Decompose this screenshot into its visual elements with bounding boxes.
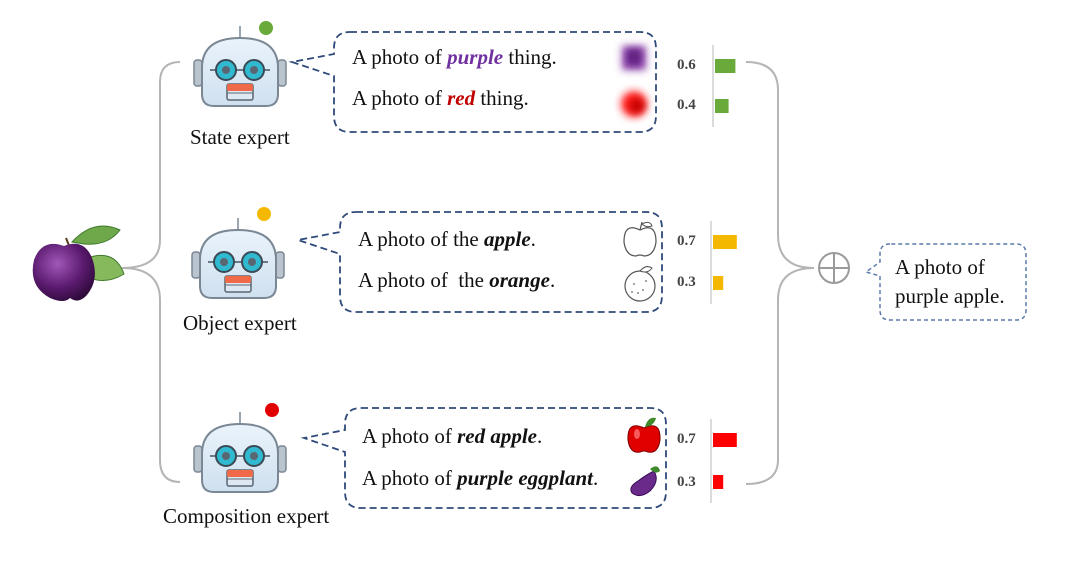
state-prompt-1: A photo of purple thing. — [352, 45, 557, 70]
object-speech-bubble — [294, 211, 663, 313]
apple-outline-icon — [623, 221, 657, 257]
prompt-suffix: . — [593, 466, 599, 490]
result-line-2: purple apple. — [895, 284, 1005, 308]
circle-plus-icon — [818, 252, 850, 284]
prompt-prefix: A photo of the — [358, 268, 490, 292]
composition-score-bar-2 — [713, 475, 724, 489]
prompt-keyword: red — [447, 86, 476, 110]
prompt-prefix: A photo of the — [358, 227, 484, 251]
prompt-keyword: orange — [489, 268, 550, 292]
purple-apple-icon — [32, 225, 125, 301]
prompt-prefix: A photo of — [362, 466, 458, 490]
composition-robot-icon — [193, 411, 287, 493]
object-robot-icon — [191, 217, 285, 299]
object-status-dot — [257, 207, 271, 221]
prompt-suffix: . — [549, 268, 556, 292]
state-robot-icon — [193, 25, 287, 107]
prompt-prefix: A photo of — [352, 45, 448, 69]
object-prompt-1: A photo of the apple. — [358, 227, 536, 252]
object-score-bar-2 — [713, 276, 724, 290]
prompt-keyword: purple — [447, 45, 504, 69]
prompt-keyword: purple eggplant — [457, 466, 594, 490]
composition-score-1: 0.7 — [677, 431, 696, 447]
red-apple-icon — [627, 417, 661, 453]
composition-score-bar-1 — [713, 433, 737, 447]
composition-score-2: 0.3 — [677, 474, 696, 490]
object-score-2: 0.3 — [677, 274, 696, 290]
state-score-bar-1 — [715, 59, 736, 73]
composition-speech-bubble — [300, 407, 667, 509]
purple-blur-icon — [622, 46, 646, 70]
output-bracket — [745, 61, 815, 485]
composition-prompt-1: A photo of red apple. — [362, 424, 542, 449]
object-score-1: 0.7 — [677, 233, 696, 249]
red-blur-icon — [621, 91, 647, 117]
result-line-1: A photo of — [895, 255, 985, 279]
prompt-suffix: thing. — [475, 86, 529, 110]
state-prompt-2: A photo of red thing. — [352, 86, 529, 111]
prompt-suffix: thing. — [503, 45, 557, 69]
orange-outline-icon — [624, 266, 656, 302]
object-score-bar-1 — [713, 235, 737, 249]
prompt-keyword: red apple — [457, 424, 537, 448]
result-bubble — [864, 243, 1027, 321]
state-score-1: 0.6 — [677, 57, 696, 73]
prompt-suffix: . — [530, 227, 536, 251]
state-speech-bubble — [288, 31, 657, 133]
prompt-suffix: . — [537, 424, 543, 448]
object-expert-label: Object expert — [183, 311, 297, 335]
state-expert-label: State expert — [190, 125, 290, 149]
state-score-bar-2 — [715, 99, 729, 113]
input-bracket — [121, 61, 181, 483]
prompt-prefix: A photo of — [362, 424, 458, 448]
prompt-keyword: apple — [484, 227, 531, 251]
object-prompt-2: A photo of the orange. — [358, 268, 555, 293]
prompt-prefix: A photo of — [352, 86, 448, 110]
result-caption: A photo of purple apple. — [895, 253, 1005, 311]
eggplant-icon — [630, 466, 660, 497]
state-status-dot — [259, 21, 273, 35]
composition-expert-label: Composition expert — [163, 504, 330, 528]
state-score-2: 0.4 — [677, 97, 696, 113]
composition-status-dot — [265, 403, 279, 417]
composition-prompt-2: A photo of purple eggplant. — [362, 466, 598, 491]
